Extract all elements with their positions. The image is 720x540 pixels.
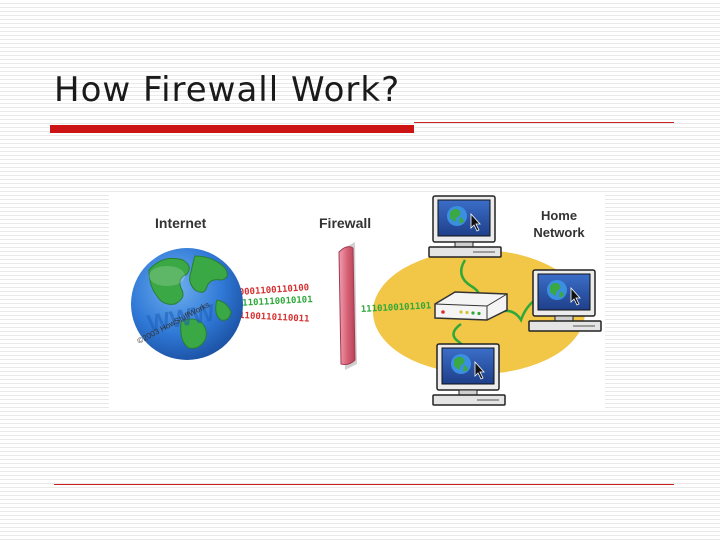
firewall-diagram: 0001100110100 11101110010101 11001101100… bbox=[109, 194, 605, 410]
internet-globe-icon bbox=[131, 248, 243, 360]
home-computer-icon bbox=[428, 195, 502, 258]
router-icon bbox=[434, 291, 508, 321]
bits-stream-inside: 1110100101101 bbox=[361, 301, 432, 315]
home-label: Home bbox=[541, 208, 577, 223]
internet-label: Internet bbox=[155, 215, 207, 231]
title-accent-bar bbox=[50, 125, 414, 133]
home-computer-icon bbox=[528, 269, 602, 332]
bits-stream-1: 0001100110100 bbox=[239, 283, 310, 298]
firewall-label: Firewall bbox=[319, 215, 371, 231]
network-label: Network bbox=[533, 225, 585, 240]
bits-stream-3: 1100110110011 bbox=[239, 311, 310, 325]
firewall-icon bbox=[338, 242, 357, 370]
slide-title: How Firewall Work? bbox=[54, 70, 401, 110]
title-rule bbox=[414, 122, 674, 123]
home-computer-icon bbox=[432, 343, 506, 406]
bottom-rule bbox=[54, 484, 674, 485]
bits-stream-2: 11101110010101 bbox=[237, 295, 313, 309]
